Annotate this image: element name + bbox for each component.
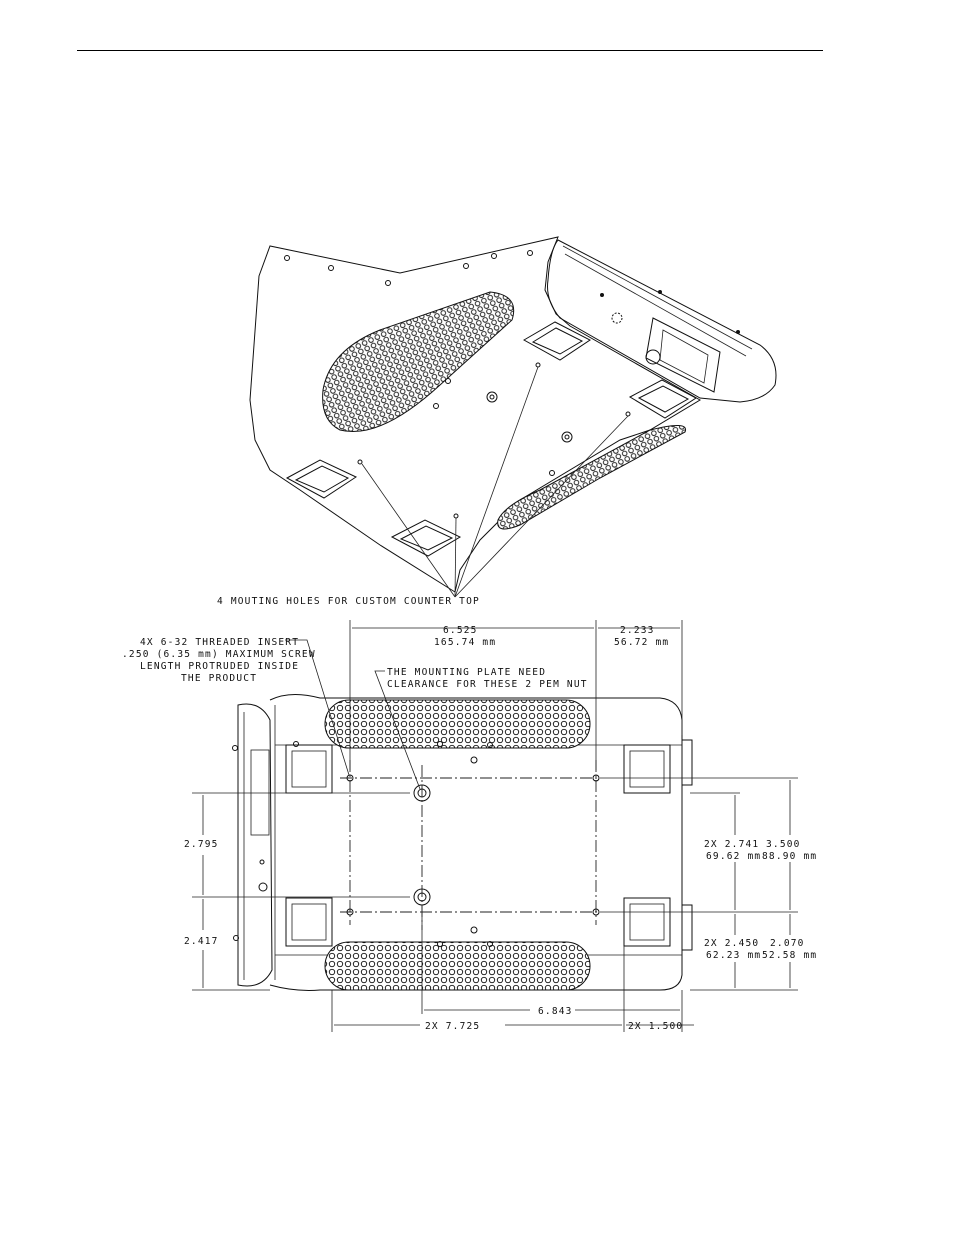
iso-connector-window xyxy=(645,317,721,393)
iso-vent-grill-top xyxy=(322,291,515,432)
plate-note: THE MOUNTING PLATE NEED CLEARANCE FOR TH… xyxy=(374,667,588,790)
plan-end-cap-holes xyxy=(232,745,268,941)
iso-housing-outline xyxy=(249,236,701,593)
svg-text:4X 6-32 THREADED INSERT: 4X 6-32 THREADED INSERT xyxy=(140,637,299,648)
svg-text:THE MOUNTING PLATE NEED: THE MOUNTING PLATE NEED xyxy=(387,667,546,678)
plan-view: 4X 6-32 THREADED INSERT .250 (6.35 mm) M… xyxy=(122,620,817,1032)
svg-text:LENGTH PROTRUDED INSIDE: LENGTH PROTRUDED INSIDE xyxy=(140,661,299,672)
svg-text:6.525: 6.525 xyxy=(443,625,478,636)
iso-callout-text: 4 MOUTING HOLES FOR CUSTOM COUNTER TOP xyxy=(217,596,480,607)
svg-text:THE PRODUCT: THE PRODUCT xyxy=(181,673,257,684)
svg-text:2X 7.725: 2X 7.725 xyxy=(425,1021,480,1032)
svg-text:2.417: 2.417 xyxy=(184,936,219,947)
svg-text:2.070: 2.070 xyxy=(770,938,805,949)
iso-foot-1 xyxy=(285,459,358,499)
iso-jack xyxy=(645,349,661,365)
iso-foot-4 xyxy=(628,379,697,419)
svg-text:6.843: 6.843 xyxy=(538,1006,573,1017)
svg-text:2X 1.500: 2X 1.500 xyxy=(628,1021,683,1032)
svg-text:88.90 mm: 88.90 mm xyxy=(762,851,817,862)
iso-end-cap xyxy=(547,239,777,403)
iso-foot-2 xyxy=(390,519,462,557)
plan-centerlines xyxy=(340,760,600,930)
svg-text:69.62 mm: 69.62 mm xyxy=(706,851,761,862)
dims-left: 2.795 2.417 xyxy=(184,792,410,991)
plan-vent-grill-top xyxy=(324,699,591,749)
svg-text:2X 2.450: 2X 2.450 xyxy=(704,938,759,949)
iso-callout-leaders xyxy=(361,366,629,598)
iso-foot-3 xyxy=(522,321,591,361)
iso-vent-grill-bottom xyxy=(497,425,687,530)
isometric-view: 4 MOUTING HOLES FOR CUSTOM COUNTER TOP xyxy=(217,236,777,607)
plan-housing-outline xyxy=(269,694,683,991)
svg-text:2.233: 2.233 xyxy=(620,625,655,636)
dims-right: 2X 2.741 69.62 mm 3.500 88.90 mm 2X 2.45… xyxy=(600,777,817,991)
plan-threaded-inserts xyxy=(346,774,600,916)
header-rule xyxy=(77,50,823,51)
svg-text:56.72 mm: 56.72 mm xyxy=(614,637,669,648)
iso-screw-holes xyxy=(284,250,631,519)
plan-connector-top xyxy=(681,739,693,786)
insert-note: 4X 6-32 THREADED INSERT .250 (6.35 mm) M… xyxy=(122,637,350,776)
svg-text:3.500: 3.500 xyxy=(766,839,801,850)
dims-top: 6.525 165.74 mm 2.233 56.72 mm xyxy=(349,620,683,770)
svg-text:62.23 mm: 62.23 mm xyxy=(706,950,761,961)
dims-bottom: 6.843 2X 7.725 2X 1.500 xyxy=(331,905,694,1032)
plan-vent-grill-bottom xyxy=(324,941,591,991)
plan-feet xyxy=(285,744,671,947)
svg-text:.250 (6.35 mm) MAXIMUM SCREW: .250 (6.35 mm) MAXIMUM SCREW xyxy=(122,649,316,660)
svg-text:CLEARANCE FOR THESE 2 PEM NUT: CLEARANCE FOR THESE 2 PEM NUT xyxy=(387,679,588,690)
plan-small-holes xyxy=(293,741,493,947)
svg-text:52.58 mm: 52.58 mm xyxy=(762,950,817,961)
svg-text:2X 2.741: 2X 2.741 xyxy=(704,839,759,850)
svg-text:165.74 mm: 165.74 mm xyxy=(434,637,496,648)
plan-connector-bottom xyxy=(681,904,693,951)
iso-speaker-grill xyxy=(611,312,623,324)
plan-end-cap xyxy=(237,703,273,987)
svg-text:2.795: 2.795 xyxy=(184,839,219,850)
